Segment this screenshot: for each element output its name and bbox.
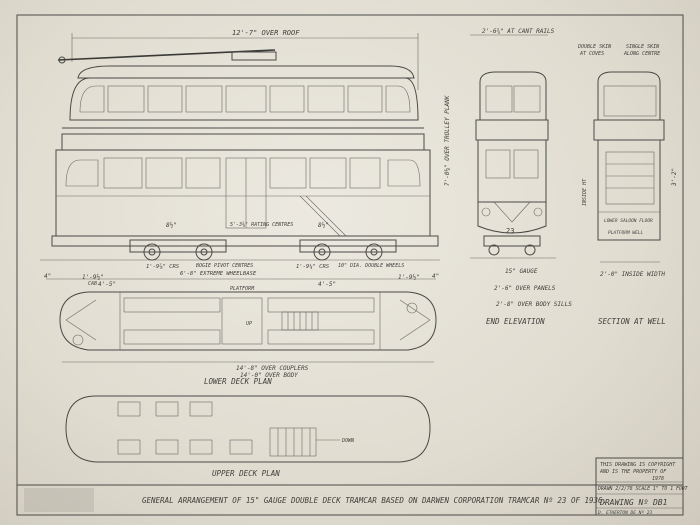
roof (77, 65, 415, 79)
lower-deck-plan-title: LOWER DECK PLAN (204, 377, 272, 386)
decency-panel (61, 133, 425, 151)
label-at-coves: AT COVES (579, 51, 604, 57)
underframe (51, 235, 439, 247)
bottom-right-signature: D. ETHERTON DE Nº 23 (597, 510, 652, 516)
left-stamp (24, 488, 94, 512)
label-double-skin: DOUBLE SKIN (577, 44, 612, 50)
section-stairs (605, 151, 655, 205)
upper-windows (79, 85, 411, 113)
label-at-cant-rails: 2'-6¾" AT CANT RAILS (482, 28, 555, 35)
label-up: UP (246, 321, 252, 327)
label-single-skin: SINGLE SKIN (626, 44, 660, 50)
label-over-body: 14'-0" OVER BODY (240, 372, 298, 379)
lower-windows (65, 157, 421, 229)
upper-deck-body (69, 77, 419, 121)
upper-seats (117, 401, 253, 455)
side-dimensions: 1'-9⅞" CRS BOGIE PIVOT CENTRES 1'-9¼" CR… (44, 263, 439, 292)
upper-stairs (269, 427, 317, 457)
label-3-2: 3'-2" (671, 168, 678, 187)
label-along-centre: ALONG CENTRE (623, 51, 660, 57)
label-4-a: 4" (44, 273, 51, 280)
side-elevation: 12'-7" OVER ROOF (40, 29, 440, 261)
label-over-body-sills: 2'-8" OVER BODY SILLS (496, 301, 572, 308)
upper-deck-plan-title: UPPER DECK PLAN (212, 469, 280, 478)
upper-deck-plan: DOWN UPPER DECK PLAN (65, 395, 431, 478)
label-8half-b: 8½" (318, 222, 329, 229)
label-10-dia: 10" DIA. DOUBLE WHEELS (338, 263, 404, 269)
label-down: DOWN (341, 438, 355, 444)
end-elevation-title: END ELEVATION (486, 317, 545, 326)
label-cab: CAB (88, 281, 97, 287)
trolley-base (231, 51, 277, 61)
stair-treads (281, 311, 319, 331)
label-extreme-wheelbase: 6'-8" EXTREME WHEELBASE (180, 271, 257, 277)
label-platform-well: PLATFORM WELL (608, 230, 644, 236)
title-block: GENERAL ARRANGEMENT OF 15" GAUGE DOUBLE … (16, 457, 689, 516)
copyright-line-1: THIS DRAWING IS COPYRIGHT (600, 462, 676, 468)
label-1-9-5b: 1'-9½" (398, 274, 420, 281)
label-gauge: 15" GAUGE (505, 268, 538, 275)
label-8half-a: 8½" (166, 222, 177, 229)
label-inside-width: 2'-0" INSIDE WIDTH (600, 271, 665, 278)
staircase (299, 195, 347, 237)
label-4-5-a: 4'-5" (98, 281, 116, 288)
label-1-9-4: 1'-9¼" CRS (296, 264, 330, 270)
section-at-well-title: SECTION AT WELL (598, 317, 666, 326)
label-4-b: 4" (432, 273, 439, 280)
copyright-line-2: AND IS THE PROPERTY OF (599, 469, 667, 475)
main-title: GENERAL ARRANGEMENT OF 15" GAUGE DOUBLE … (142, 496, 607, 505)
label-over-couplers: 14'-8" OVER COUPLERS (236, 365, 309, 372)
drawing-number: DRAWING Nº DB1 (599, 498, 667, 507)
bogie-right (299, 239, 397, 253)
label-lower-saloon-floor: LOWER SALOON FLOOR (604, 218, 653, 224)
bogie-left (129, 239, 227, 253)
label-inside-ht: INSIDE HT (582, 178, 588, 206)
section-at-well: DOUBLE SKIN AT COVES SINGLE SKIN ALONG C… (577, 44, 678, 326)
label-over-panels: 2'-6" OVER PANELS (494, 285, 556, 292)
scale-line: DRAWN 2/2/78 SCALE 1" TO 1 FOOT (597, 486, 689, 492)
label-1-9-5: 1'-9½" (82, 274, 104, 281)
tram-number: 23 (506, 227, 514, 235)
label-over-roof: 12'-7" OVER ROOF (232, 29, 300, 37)
label-platform: PLATFORM (230, 286, 255, 292)
label-bogie-pivot: BOGIE PIVOT CENTRES (196, 263, 253, 269)
label-rating-centres: 5'-3⅜" RATING CENTRES (230, 221, 293, 228)
label-4-5-b: 4'-5" (318, 281, 336, 288)
end-elevation: 2'-6¾" AT CANT RAILS 23 15" GAUGE 2'-6" … (444, 28, 572, 326)
lower-deck-plan: UP 14'-8" OVER COUPLERS 14'-0" OVER BODY… (59, 291, 437, 386)
label-1-9-8: 1'-9⅞" CRS (146, 263, 180, 270)
year-mark: 1978 (652, 476, 664, 482)
label-over-trolley-plank: 7'-0¼" OVER TROLLEY PLANK (444, 95, 451, 186)
